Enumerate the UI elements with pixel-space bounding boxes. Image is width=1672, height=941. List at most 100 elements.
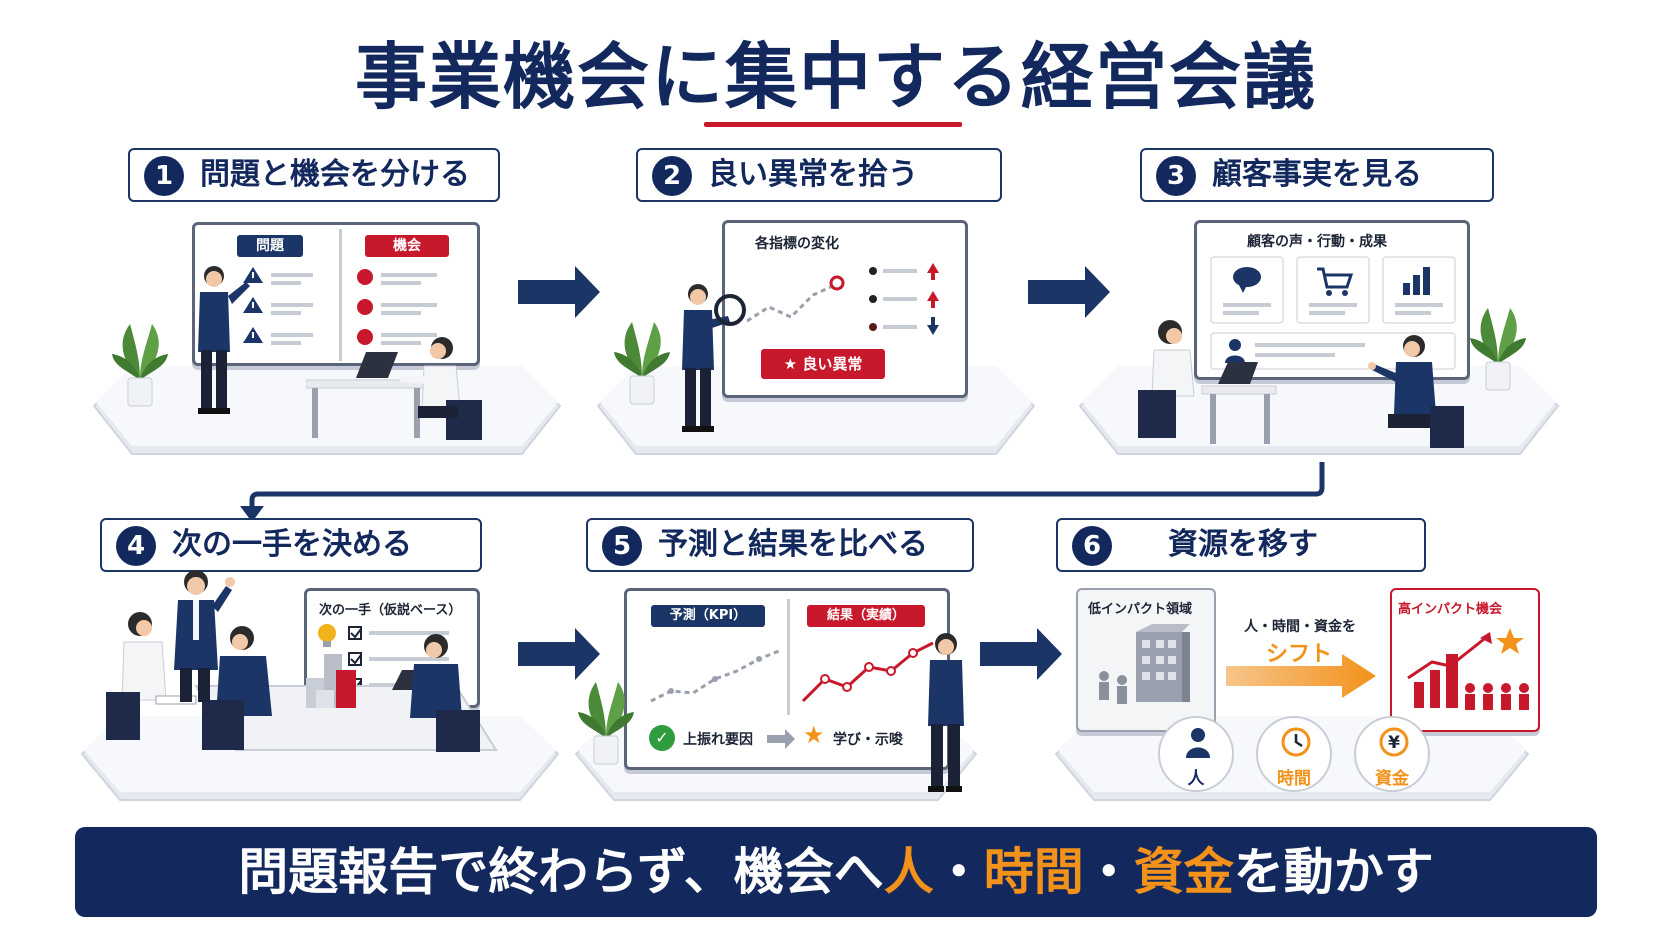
problem-list xyxy=(243,267,313,345)
step-3-header: 3 顧客事実を見る xyxy=(1140,148,1494,202)
resource-label: 人 xyxy=(1187,769,1205,789)
team-meeting-scene xyxy=(106,612,498,752)
desk-worker-person-icon xyxy=(306,337,482,440)
step-label: 予測と結果を比べる xyxy=(658,527,928,562)
arrow-1-2 xyxy=(518,266,600,318)
analyst-person-icon xyxy=(682,284,746,432)
step-number: 5 xyxy=(602,526,642,566)
warning-icon xyxy=(243,297,263,313)
high-area-label: 高インパクト機会 xyxy=(1398,602,1503,617)
opportunity-tag: 機会 xyxy=(365,235,449,257)
step-1-board: 問題 機会 xyxy=(192,222,480,366)
standing-presenter-person-icon xyxy=(174,570,235,702)
check-circle-icon: ✓ xyxy=(649,725,675,751)
cart-icon xyxy=(1317,267,1354,296)
board-divider xyxy=(339,229,342,361)
woman-person-icon xyxy=(106,612,197,740)
star-icon xyxy=(1496,628,1524,654)
resource-people: 人 xyxy=(1158,716,1234,792)
step-1-header: 1 問題と機会を分ける xyxy=(128,148,500,202)
people-icon xyxy=(1465,683,1529,710)
magnifier-icon xyxy=(714,294,746,326)
step-label: 次の一手を決める xyxy=(172,527,412,562)
thinking-man-person-icon xyxy=(928,633,964,792)
forecast-vs-result-lines xyxy=(650,641,934,703)
metric-trend-chart xyxy=(746,263,939,335)
svg-text:¥: ¥ xyxy=(1388,733,1400,753)
good-anomaly-badge: ★ 良い異常 xyxy=(761,349,885,379)
board-divider xyxy=(787,599,790,715)
dot-icon xyxy=(357,269,373,285)
step-2-header: 2 良い異常を拾う xyxy=(636,148,1002,202)
plant-icon xyxy=(112,324,168,407)
banner-message: 問題報告で終わらず、機会へ人・時間・資金を動かす xyxy=(238,843,1434,901)
bar-chart-icon xyxy=(1403,267,1430,295)
step-5-board: 予測（KPI） 結果（実績） ✓ 上振れ要因 ★ 学び・示唆 xyxy=(624,588,950,770)
resource-time: 時間 xyxy=(1256,716,1332,792)
star-icon: ★ xyxy=(803,721,825,749)
step-number: 4 xyxy=(116,526,156,566)
shift-arrow-icon xyxy=(1226,654,1376,698)
laptop-icon xyxy=(1218,362,1258,384)
star-icon: ★ xyxy=(783,355,798,373)
presenter-person-icon xyxy=(198,266,250,414)
bar-chart-3d-icon xyxy=(306,654,356,708)
arrow-2-3 xyxy=(1028,266,1110,318)
resource-label: 時間 xyxy=(1277,769,1311,789)
step-4-header: 4 次の一手を決める xyxy=(100,518,482,572)
checkbox-icon xyxy=(348,626,362,640)
down-arrow-icon xyxy=(927,325,939,335)
building-icon xyxy=(1099,624,1190,704)
warning-icon xyxy=(243,327,263,343)
right-arrow-icon xyxy=(767,729,795,749)
dot-icon xyxy=(357,299,373,315)
upside-label: 上振れ要因 xyxy=(683,732,753,748)
plant-icon xyxy=(1470,308,1526,391)
up-arrow-icon xyxy=(927,291,939,301)
plant-icon xyxy=(614,322,670,405)
step-6-header: 6 資源を移す xyxy=(1056,518,1426,572)
arrow-4-5 xyxy=(518,628,600,680)
bottom-banner: 問題報告で終わらず、機会へ人・時間・資金を動かす xyxy=(75,827,1597,917)
customer-data-cards xyxy=(1210,256,1456,370)
chart-title: 各指標の変化 xyxy=(755,236,839,252)
result-tag: 結果（実績） xyxy=(807,605,925,627)
learning-label: 学び・示唆 xyxy=(833,732,903,748)
step-5-header: 5 予測と結果を比べる xyxy=(586,518,974,572)
growth-chart-icon xyxy=(1407,628,1529,710)
step-number: 1 xyxy=(144,156,184,196)
user-icon xyxy=(1225,339,1245,363)
customer-presenter-person-icon xyxy=(1368,335,1464,448)
shift-caption: 人・時間・資金を xyxy=(1244,619,1356,635)
step-number: 2 xyxy=(652,156,692,196)
customer-researcher-person-icon xyxy=(1138,320,1277,444)
laptop-user-person-icon xyxy=(410,634,480,752)
step-label: 良い異常を拾う xyxy=(708,157,918,192)
arrow-5-6 xyxy=(980,628,1062,680)
step-label: 顧客事実を見る xyxy=(1212,157,1422,192)
problem-tag: 問題 xyxy=(237,235,303,257)
checkbox-icon xyxy=(348,652,362,666)
title-underline xyxy=(704,122,962,127)
page-title: 事業機会に集中する経営会議 xyxy=(354,35,1317,119)
warning-icon xyxy=(243,267,263,283)
person-icon xyxy=(1186,728,1210,758)
up-arrow-icon xyxy=(927,263,939,273)
low-area-label: 低インパクト領域 xyxy=(1088,602,1193,617)
low-impact-area: 低インパクト領域 xyxy=(1076,588,1216,732)
step-label: 問題と機会を分ける xyxy=(200,157,470,192)
opportunity-list xyxy=(357,269,437,345)
clock-icon xyxy=(1281,727,1311,757)
forecast-tag: 予測（KPI） xyxy=(651,605,765,627)
laptop-icon xyxy=(356,352,398,378)
high-impact-opportunity: 高インパクト機会 xyxy=(1390,588,1540,732)
seated-man-person-icon xyxy=(202,626,272,750)
row-connector-arrowhead xyxy=(240,506,264,522)
resource-label: 資金 xyxy=(1375,769,1409,789)
lightbulb-icon xyxy=(318,624,336,647)
shift-word: シフト xyxy=(1266,642,1333,667)
people-icon xyxy=(1099,671,1127,704)
plant-icon xyxy=(578,682,634,765)
step-2-board: 各指標の変化 ★ 良い異常 xyxy=(722,220,968,398)
